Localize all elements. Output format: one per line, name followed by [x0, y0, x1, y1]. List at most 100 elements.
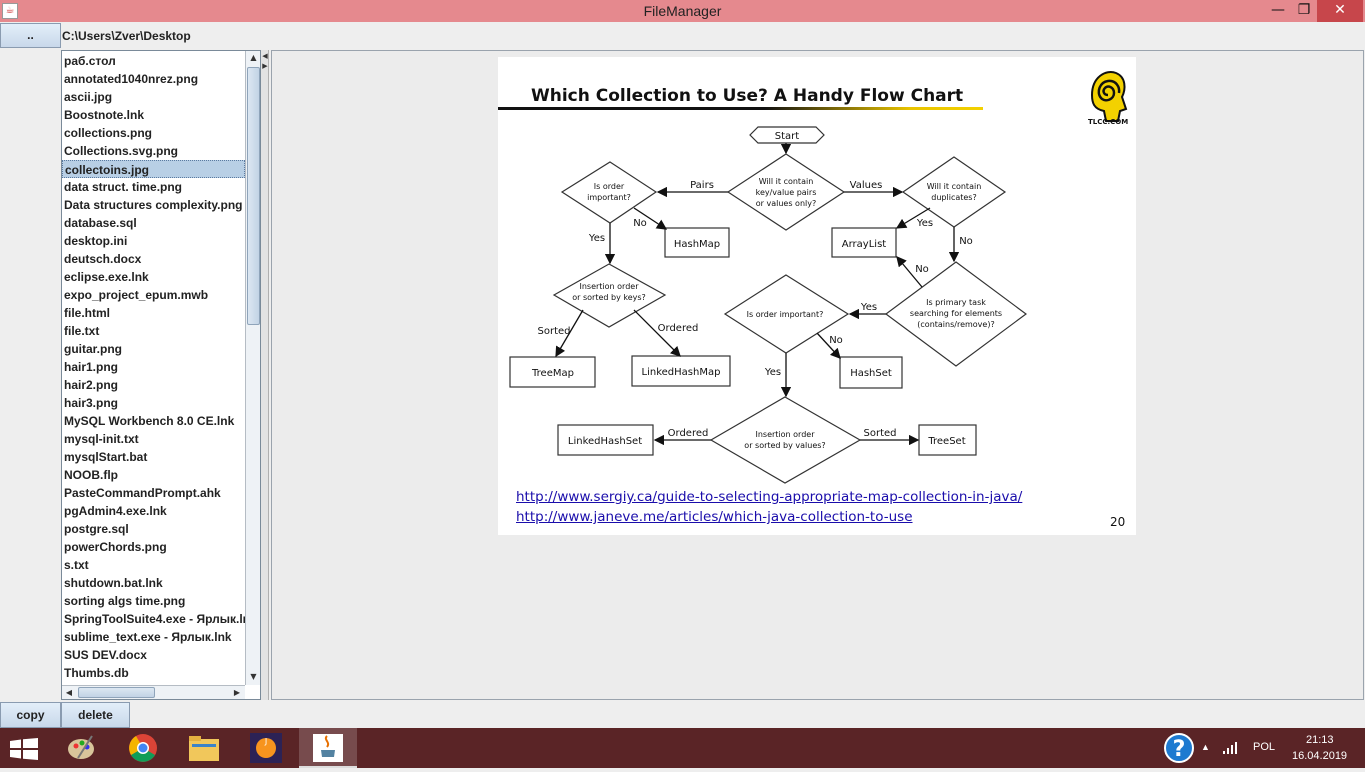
reference-link-1[interactable]: http://www.sergiy.ca/guide-to-selecting-… — [516, 489, 1023, 505]
flowchart-label: Will it contain — [759, 177, 814, 186]
scroll-right-icon[interactable]: ▶ — [233, 688, 241, 697]
file-list-item[interactable]: NOOB.flp — [64, 468, 118, 482]
file-list-item[interactable]: раб.стол — [64, 54, 116, 68]
flowchart-label: Yes — [916, 218, 933, 229]
flowchart-label: Yes — [588, 233, 605, 244]
file-list-item[interactable]: collectoins.jpg — [62, 160, 245, 178]
start-node — [749, 126, 825, 144]
clock-date[interactable]: 16.04.2019 — [1292, 750, 1348, 762]
explorer-icon — [189, 736, 219, 761]
file-list-item[interactable]: mysqlStart.bat — [64, 450, 148, 464]
split-right-icon[interactable]: ▶ — [262, 62, 268, 70]
network-signal-icon[interactable] — [1222, 741, 1238, 755]
vertical-scrollbar[interactable]: ▲ ▼ — [245, 51, 260, 685]
scroll-up-icon[interactable]: ▲ — [250, 53, 257, 62]
primary-task-decision — [884, 261, 1028, 367]
file-list-item[interactable]: file.txt — [64, 324, 100, 338]
copy-button[interactable]: copy — [0, 702, 61, 728]
file-list-item[interactable]: deutsch.docx — [64, 252, 142, 266]
reference-link-2[interactable]: http://www.janeve.me/articles/which-java… — [516, 509, 913, 525]
tray-chevron-icon[interactable]: ▲ — [1201, 742, 1210, 752]
file-list-item[interactable]: postgre.sql — [64, 522, 129, 536]
taskbar-chrome[interactable] — [114, 728, 172, 768]
taskbar-eclipse[interactable]: J — [237, 728, 295, 768]
maximize-button[interactable]: ❐ — [1297, 2, 1311, 18]
file-list-item[interactable]: ascii.jpg — [64, 90, 113, 104]
clock-time[interactable]: 21:13 — [1306, 734, 1334, 746]
split-left-icon[interactable]: ◀ — [262, 52, 268, 60]
scroll-down-icon[interactable]: ▼ — [250, 672, 257, 681]
chrome-icon — [129, 734, 157, 762]
taskbar-paint[interactable] — [52, 728, 110, 768]
taskbar-java[interactable] — [299, 728, 357, 768]
file-list-item[interactable]: SUS DEV.docx — [64, 648, 147, 662]
flowchart-label: or sorted by values? — [744, 441, 825, 450]
file-list-item[interactable]: data struct. time.png — [64, 180, 183, 194]
file-list-item[interactable]: PasteCommandPrompt.ahk — [64, 486, 221, 500]
file-list-item[interactable]: file.html — [64, 306, 111, 320]
flowchart-label: Values — [850, 180, 883, 191]
file-list-item[interactable]: Thumbs.db — [64, 666, 129, 680]
file-list-item[interactable]: pgAdmin4.exe.lnk — [64, 504, 167, 518]
file-list-item[interactable]: sorting algs time.png — [64, 594, 186, 608]
file-list-item[interactable]: hair3.png — [64, 396, 119, 410]
file-list-item[interactable]: Boostnote.lnk — [64, 108, 144, 122]
insertion-keys-decision — [552, 263, 667, 328]
file-list-item[interactable]: powerChords.png — [64, 540, 167, 554]
file-list-item[interactable]: hair1.png — [64, 360, 119, 374]
tlcc-logo-icon — [1090, 71, 1128, 122]
file-list-item[interactable]: annotated1040nrez.png — [64, 72, 199, 86]
file-list-item[interactable]: guitar.png — [64, 342, 122, 356]
file-list-item[interactable]: SpringToolSuite4.exe - Ярлык.lnk — [64, 612, 245, 626]
up-directory-button[interactable]: .. — [0, 23, 61, 48]
taskbar-explorer[interactable] — [175, 728, 233, 768]
close-button[interactable]: ✕ — [1317, 0, 1363, 22]
flowchart-label: key/value pairs — [756, 188, 817, 197]
flowchart-label: LinkedHashMap — [642, 367, 721, 378]
file-list-item[interactable]: s.txt — [64, 558, 89, 572]
flowchart-label: Ordered — [658, 323, 699, 334]
minimize-button[interactable]: — — [1271, 2, 1285, 18]
flowchart-label: TreeMap — [531, 368, 574, 379]
file-list-item[interactable]: Data structures complexity.png — [64, 198, 243, 212]
duplicates-decision — [901, 156, 1007, 228]
file-list-item[interactable]: collections.png — [64, 126, 153, 140]
file-list-item[interactable]: desktop.ini — [64, 234, 128, 248]
windows-start-icon[interactable] — [10, 738, 38, 760]
file-list-item[interactable]: hair2.png — [64, 378, 119, 392]
file-list-item[interactable]: shutdown.bat.lnk — [64, 576, 163, 590]
file-list-item[interactable]: Collections.svg.png — [64, 144, 179, 158]
image-preview: Which Collection to Use? A Handy Flow Ch… — [498, 57, 1136, 535]
help-icon[interactable]: ? — [1164, 733, 1194, 763]
file-list-item[interactable]: database.sql — [64, 216, 137, 230]
window-title: FileManager — [643, 3, 722, 19]
flowchart-label: (contains/remove)? — [917, 320, 994, 329]
hashset-box — [839, 356, 903, 389]
flowchart-label: No — [829, 335, 843, 346]
flowchart-label: TreeSet — [927, 436, 965, 447]
scroll-thumb[interactable] — [247, 67, 260, 325]
file-list-item[interactable]: sublime_text.exe - Ярлык.lnk — [64, 630, 232, 644]
file-list-item[interactable]: eclipse.exe.lnk — [64, 270, 149, 284]
flowchart-label: Sorted — [538, 326, 571, 337]
file-list-item[interactable]: expo_project_epum.mwb — [64, 288, 209, 302]
paint-icon — [68, 735, 94, 759]
flowchart-label: or sorted by keys? — [572, 293, 646, 302]
flowchart-label: Will it contain — [927, 182, 982, 191]
flowchart-label: ArrayList — [842, 239, 886, 250]
file-list-item[interactable]: MySQL Workbench 8.0 CE.lnk — [64, 414, 235, 428]
horizontal-scrollbar[interactable]: ◀ ▶ — [62, 685, 245, 699]
language-indicator[interactable]: POL — [1253, 741, 1276, 753]
split-divider[interactable]: ◀ ▶ — [261, 50, 269, 700]
flowchart-label: LinkedHashSet — [568, 436, 642, 447]
file-list-item[interactable]: mysql-init.txt — [64, 432, 139, 446]
scroll-left-icon[interactable]: ◀ — [65, 688, 73, 697]
delete-button[interactable]: delete — [61, 702, 130, 728]
taskbar: J ? ▲ POL 21:13 16.04.2019 — [0, 728, 1365, 768]
hscroll-thumb[interactable] — [78, 687, 155, 698]
